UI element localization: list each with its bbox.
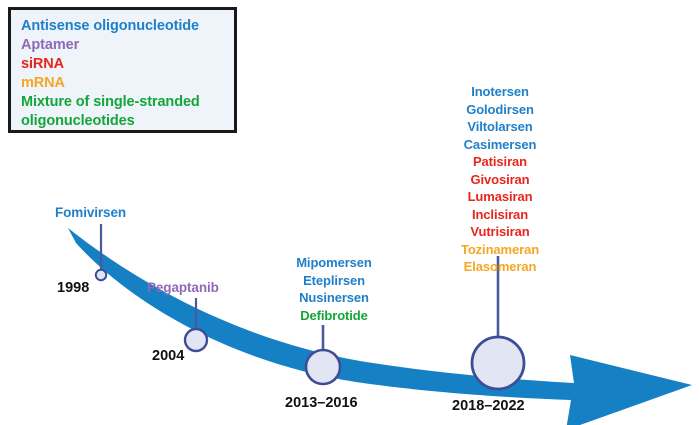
year-label-2018-2022: 2018–2022 <box>452 398 525 414</box>
drug-label-fomivirsen: Fomivirsen <box>55 205 127 220</box>
arrow-band <box>68 228 692 425</box>
legend-item-antisense-oligonucleotide: Antisense oligonucleotide <box>21 18 199 34</box>
legend-item-sirna: siRNA <box>21 56 65 72</box>
drug-label-inclisiran: Inclisiran <box>471 206 529 222</box>
drug-label-elasomeran: Elasomeran <box>463 259 537 274</box>
year-label-1998: 1998 <box>57 280 90 296</box>
drug-label-eteplirsen: Eteplirsen <box>303 272 365 288</box>
drug-label-viltolarsen: Viltolarsen <box>467 119 533 134</box>
milestone-marker-2018-2022[interactable] <box>470 335 526 391</box>
drug-label-nusinersen: Nusinersen <box>299 290 369 305</box>
drug-cluster-2013-2016: Mipomersen Eteplirsen Nusinersen Defibro… <box>266 254 402 324</box>
milestone-marker-2004[interactable] <box>183 327 209 353</box>
drug-label-mipomersen: Mipomersen <box>296 255 372 270</box>
drug-label-patisiran: Patisiran <box>472 154 527 169</box>
drug-label-golodirsen: Golodirsen <box>466 101 534 117</box>
drug-label-defibrotide: Defibrotide <box>300 307 368 323</box>
drug-label-lumasiran: Lumasiran <box>467 189 533 204</box>
legend-item-mrna: mRNA <box>21 75 65 91</box>
drug-label-inotersen: Inotersen <box>471 84 529 99</box>
milestone-marker-1998[interactable] <box>94 268 108 282</box>
drug-label-casimersen: Casimersen <box>463 136 537 152</box>
legend-item-mixture: Mixture of single-stranded oligonucleoti… <box>21 94 200 129</box>
drug-label-vutrisiran: Vutrisiran <box>470 224 530 239</box>
legend-item-aptamer: Aptamer <box>21 37 80 53</box>
year-label-2004: 2004 <box>152 348 185 364</box>
drug-label-tozinameran: Tozinameran <box>460 241 540 257</box>
milestone-marker-2013-2016[interactable] <box>304 348 342 386</box>
year-label-2013-2016: 2013–2016 <box>285 395 358 411</box>
drug-label-pegaptanib: Pegaptanib <box>147 280 219 295</box>
drug-cluster-2018-2022: Inotersen Golodirsen Viltolarsen Casimer… <box>418 83 582 276</box>
drug-label-givosiran: Givosiran <box>470 171 530 187</box>
legend-box: Antisense oligonucleotide Aptamer siRNA … <box>8 7 237 133</box>
